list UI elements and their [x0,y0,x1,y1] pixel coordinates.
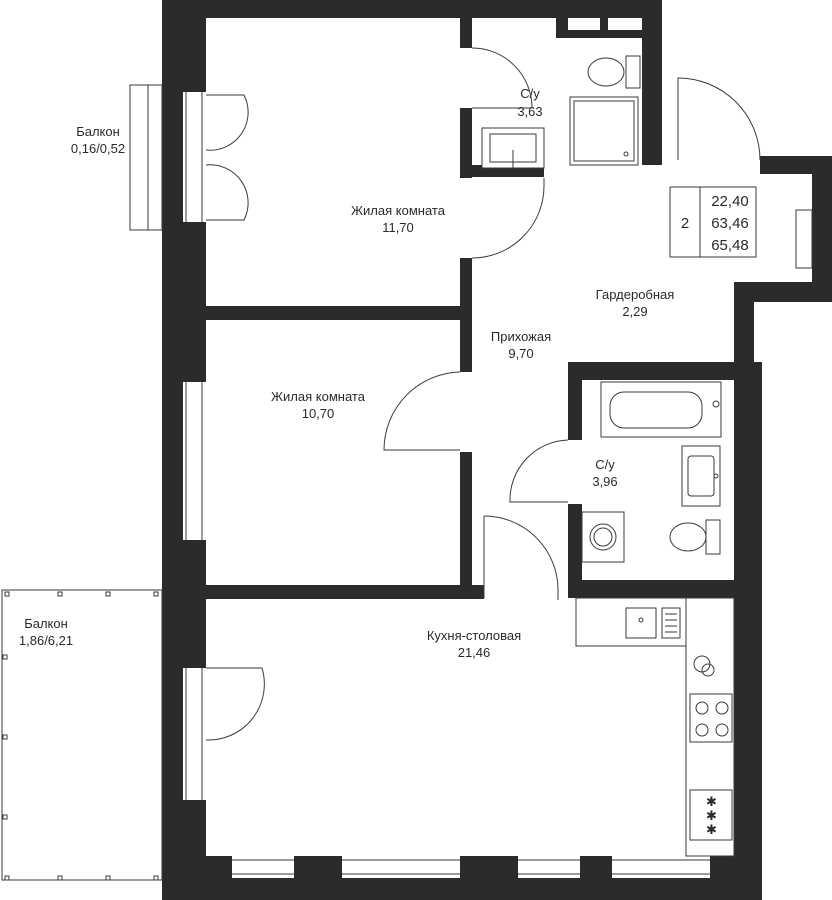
kitchen-sink-icon [625,607,681,639]
room-name-living-2: Жилая комната [271,389,366,404]
svg-text:✱: ✱ [706,822,717,837]
room-name-hallway: Прихожая [491,329,551,344]
balcony-large [1,589,163,881]
wall-bath-top-1 [460,18,472,48]
summary-total-area-balcony: 65,48 [711,237,749,254]
room-area-bathroom-mid: 3,96 [592,474,617,489]
summary-room-count: 2 [681,215,689,232]
washing-machine-icon [693,655,715,677]
room-name-kitchen: Кухня-столовая [427,628,521,643]
wall-right-top [642,0,662,165]
wall-hall-upper [460,258,472,372]
wall-bath-mid-bottom [568,580,748,598]
door-icon [677,77,761,161]
room-name-living-1: Жилая комната [351,203,446,218]
room-area-balcony-large: 1,86/6,21 [19,633,73,648]
room-name-wardrobe: Гардеробная [596,287,675,302]
shower-icon [569,96,639,166]
wall-bath-mid-left-2 [568,504,582,586]
wall-step-bottom [734,282,832,302]
sink-icon [481,127,545,169]
room-name-bathroom-top: С/у [520,86,540,101]
window-icon [518,856,580,878]
wall-bath-top-2 [460,108,472,178]
summary-box: 2 22,40 63,46 65,48 [669,186,757,258]
windows [183,92,813,878]
door-icon [205,164,249,221]
room-name-balcony-large: Балкон [24,616,68,631]
room-area-balcony-small: 0,16/0,52 [71,141,125,156]
svg-text:✱: ✱ [706,794,717,809]
room-labels: С/у 3,63 Жилая комната 11,70 Гардеробная… [19,86,674,660]
window-icon [183,382,206,540]
wall-pillar [162,585,206,665]
wall-bath-mid-left-1 [568,362,582,440]
window-icon [612,856,710,878]
window-icon [183,92,206,222]
kitchen-counter [575,597,735,857]
door-icon [383,371,461,451]
wall-right-lower [734,362,762,900]
washing-machine-icon [581,511,625,563]
door-icon [471,178,545,259]
toilet-icon [669,519,721,555]
room-name-balcony-small: Балкон [76,124,120,139]
wall-step-right [812,156,832,302]
room-name-bathroom-mid: С/у [595,457,615,472]
toilet-icon [587,55,641,89]
room-area-living-2: 10,70 [302,406,335,421]
door-icon [471,47,533,109]
room-area-wardrobe: 2,29 [622,304,647,319]
summary-total-area: 63,46 [711,215,749,232]
fridge-icon: ✱ ✱ ✱ [689,789,733,841]
wall-living-divider [206,306,472,320]
window-icon [232,856,294,878]
wall-hall-lower [460,452,472,592]
door-icon [205,94,249,151]
wall-step-inner [734,282,754,382]
door-icon [205,667,265,741]
room-area-hallway: 9,70 [508,346,533,361]
door-icon [509,439,569,503]
svg-text:✱: ✱ [706,808,717,823]
wall-bath-mid-top [568,362,748,380]
window-icon [183,668,206,800]
room-area-kitchen: 21,46 [458,645,491,660]
stove-icon [689,693,733,743]
doors [205,47,761,741]
balcony-small [129,84,163,231]
bathtub-icon [600,381,722,438]
window-icon [342,856,460,878]
room-area-living-1: 11,70 [382,220,414,235]
room-area-bathroom-top: 3,63 [517,104,542,119]
wall-kitchen-top [206,585,484,599]
sink-icon [681,445,721,507]
door-icon [483,515,559,600]
wall-top [162,0,662,18]
wall-bath-niche-3 [600,18,608,38]
window-icon [795,209,813,269]
summary-living-area: 22,40 [711,193,749,210]
